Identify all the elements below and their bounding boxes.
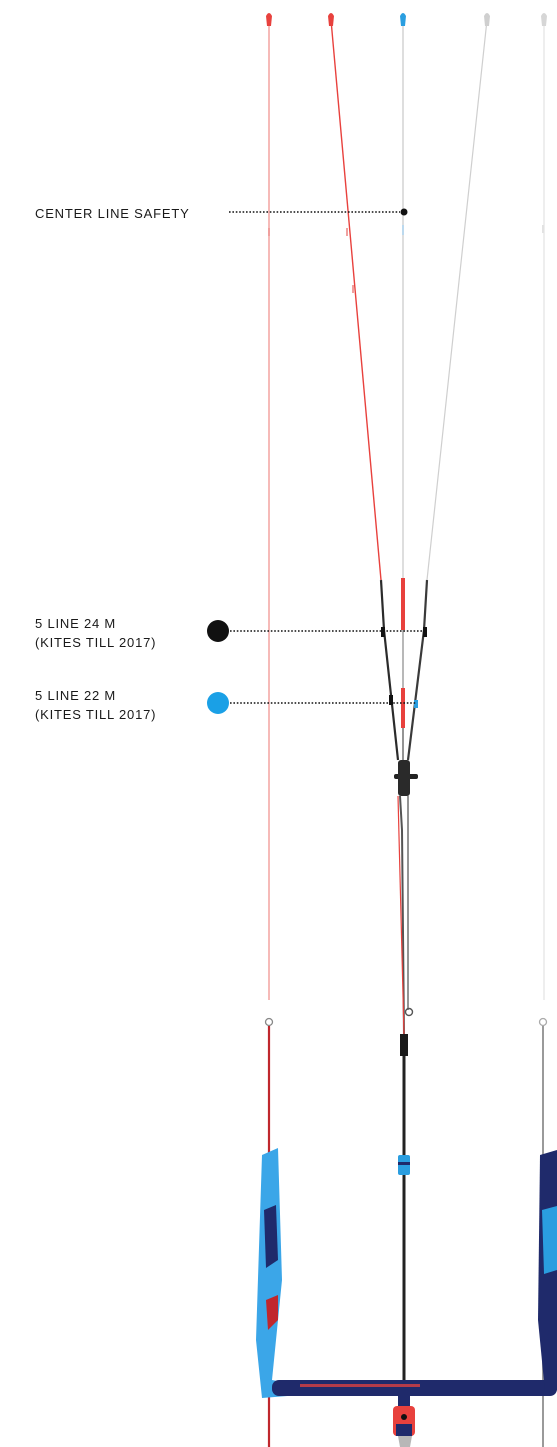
five-line-24m-title: 5 LINE 24 M (35, 616, 117, 631)
flying-lines (266, 13, 547, 1000)
center-line-safety-text: CENTER LINE SAFETY (35, 206, 190, 221)
five-line-22m-dot (207, 692, 229, 714)
leader-lines (207, 208, 426, 714)
five-line-22m-title: 5 LINE 22 M (35, 688, 117, 703)
five-line-24m-label: 5 LINE 24 M (KITES TILL 2017) (35, 614, 156, 652)
center-line-safety-label: CENTER LINE SAFETY (35, 204, 190, 223)
five-line-24m-dot (207, 620, 229, 642)
left-steering-line (330, 19, 382, 581)
pigtail-section (379, 578, 429, 1036)
five-line-22m-label: 5 LINE 22 M (KITES TILL 2017) (35, 686, 156, 724)
right-steering-line (426, 19, 488, 581)
five-line-22m-subtitle: (KITES TILL 2017) (35, 707, 157, 722)
five-line-24m-subtitle: (KITES TILL 2017) (35, 635, 157, 650)
center-line-safety-dot (400, 208, 408, 216)
top-connectors (266, 13, 547, 26)
control-bar (256, 1148, 557, 1447)
